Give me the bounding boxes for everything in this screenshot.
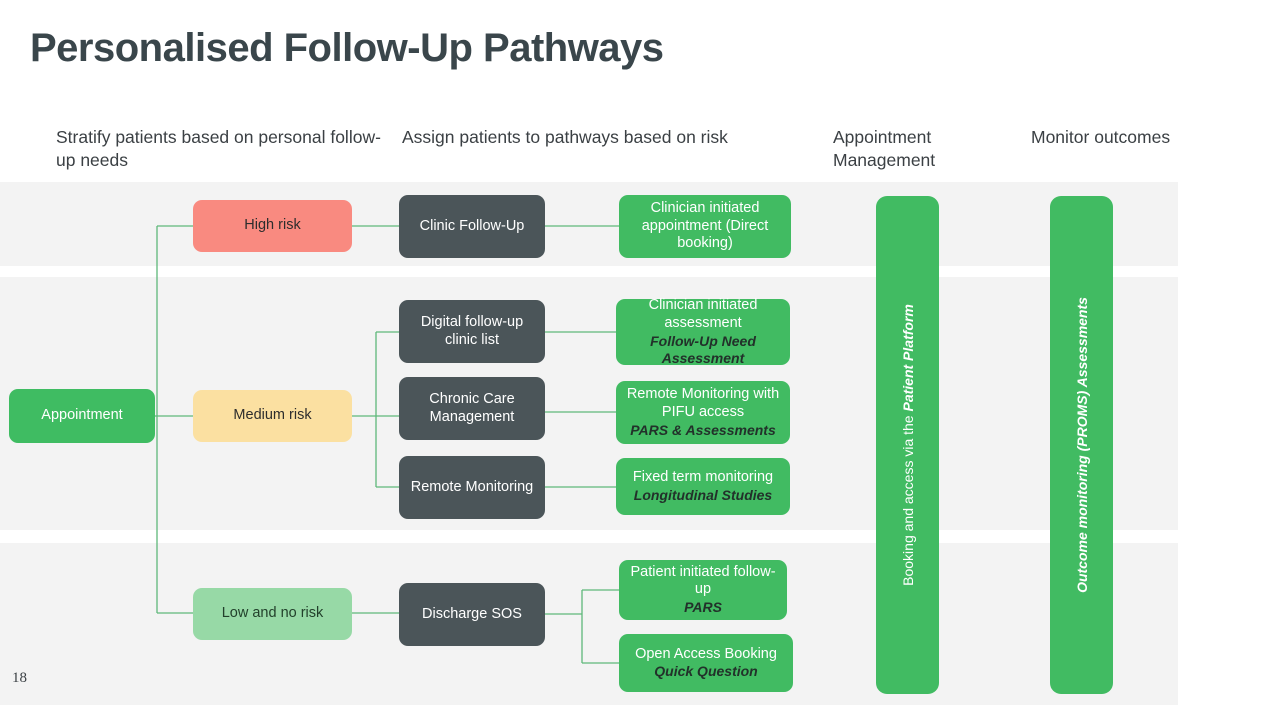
node-low-risk[interactable]: Low and no risk [193, 588, 352, 640]
outcome-primary-label: Clinician initiated appointment (Direct … [641, 199, 769, 252]
outcome-primary-label: Clinician initiated assessment [648, 297, 758, 331]
node-clinic-follow-up[interactable]: Clinic Follow-Up [399, 195, 545, 258]
bar-booking-emphasis: Patient Platform [899, 304, 916, 412]
outcome-primary-label: Remote Monitoring with PIFU access [626, 386, 780, 420]
column-header-assign: Assign patients to pathways based on ris… [402, 127, 728, 147]
bar-outcome-label: Outcome monitoring (PROMS) Assessments [1073, 297, 1090, 593]
node-outcome-clinician-initiated-assessment[interactable]: Clinician initiated assessment Follow-Up… [616, 297, 790, 366]
outcome-secondary-label: Quick Question [654, 663, 758, 680]
page-title: Personalised Follow-Up Pathways [30, 26, 664, 70]
outcome-secondary-label: PARS [684, 599, 722, 616]
bar-booking-label: Booking and access via the Patient Platf… [900, 304, 916, 586]
node-low-risk-label: Low and no risk [221, 605, 324, 622]
node-outcome-fixed-term-monitoring[interactable]: Fixed term monitoring Longitudinal Studi… [616, 458, 790, 515]
node-outcome-open-access-booking[interactable]: Open Access Booking Quick Question [619, 634, 793, 692]
node-discharge-sos-label: Discharge SOS [422, 605, 522, 622]
node-digital-follow-up-clinic-list[interactable]: Digital follow-up clinic list [399, 300, 545, 363]
node-chronic-care-management-label: Chronic Care Management [429, 390, 515, 425]
bar-booking-prefix: Booking and access via the [899, 411, 916, 586]
bar-outcome-monitoring-proms[interactable]: Outcome monitoring (PROMS) Assessments [1050, 196, 1113, 694]
node-chronic-care-management[interactable]: Chronic Care Management [399, 377, 545, 440]
node-clinic-follow-up-label: Clinic Follow-Up [419, 217, 525, 234]
outcome-secondary-label: Follow-Up Need Assessment [650, 332, 756, 366]
node-medium-risk-label: Medium risk [233, 407, 312, 424]
node-appointment[interactable]: Appointment [9, 389, 155, 443]
node-outcome-patient-initiated-follow-up[interactable]: Patient initiated follow-up PARS [619, 560, 787, 620]
node-remote-monitoring[interactable]: Remote Monitoring [399, 456, 545, 519]
node-appointment-label: Appointment [41, 407, 123, 424]
node-high-risk[interactable]: High risk [193, 200, 352, 252]
column-header-appointment-management: Appointment Management [833, 127, 936, 171]
column-header-stratify: Stratify patients based on personal foll… [56, 127, 381, 171]
node-digital-follow-up-clinic-list-label: Digital follow-up clinic list [420, 313, 524, 348]
node-remote-monitoring-label: Remote Monitoring [410, 478, 534, 495]
node-outcome-remote-monitoring-pifu[interactable]: Remote Monitoring with PIFU access PARS … [616, 381, 790, 444]
node-medium-risk[interactable]: Medium risk [193, 390, 352, 442]
node-high-risk-label: High risk [244, 217, 301, 234]
outcome-primary-label: Open Access Booking [635, 645, 777, 662]
node-discharge-sos[interactable]: Discharge SOS [399, 583, 545, 646]
page-number: 18 [12, 670, 27, 686]
outcome-secondary-label: Longitudinal Studies [633, 486, 773, 503]
column-header-monitor-outcomes: Monitor outcomes [1031, 127, 1171, 147]
outcome-primary-label: Patient initiated follow-up [630, 563, 776, 598]
outcome-primary-label: Fixed term monitoring [632, 469, 774, 486]
outcome-secondary-label: PARS & Assessments [630, 421, 776, 438]
bar-booking-patient-platform[interactable]: Booking and access via the Patient Platf… [876, 196, 939, 694]
node-outcome-clinician-initiated-appointment[interactable]: Clinician initiated appointment (Direct … [619, 195, 791, 258]
